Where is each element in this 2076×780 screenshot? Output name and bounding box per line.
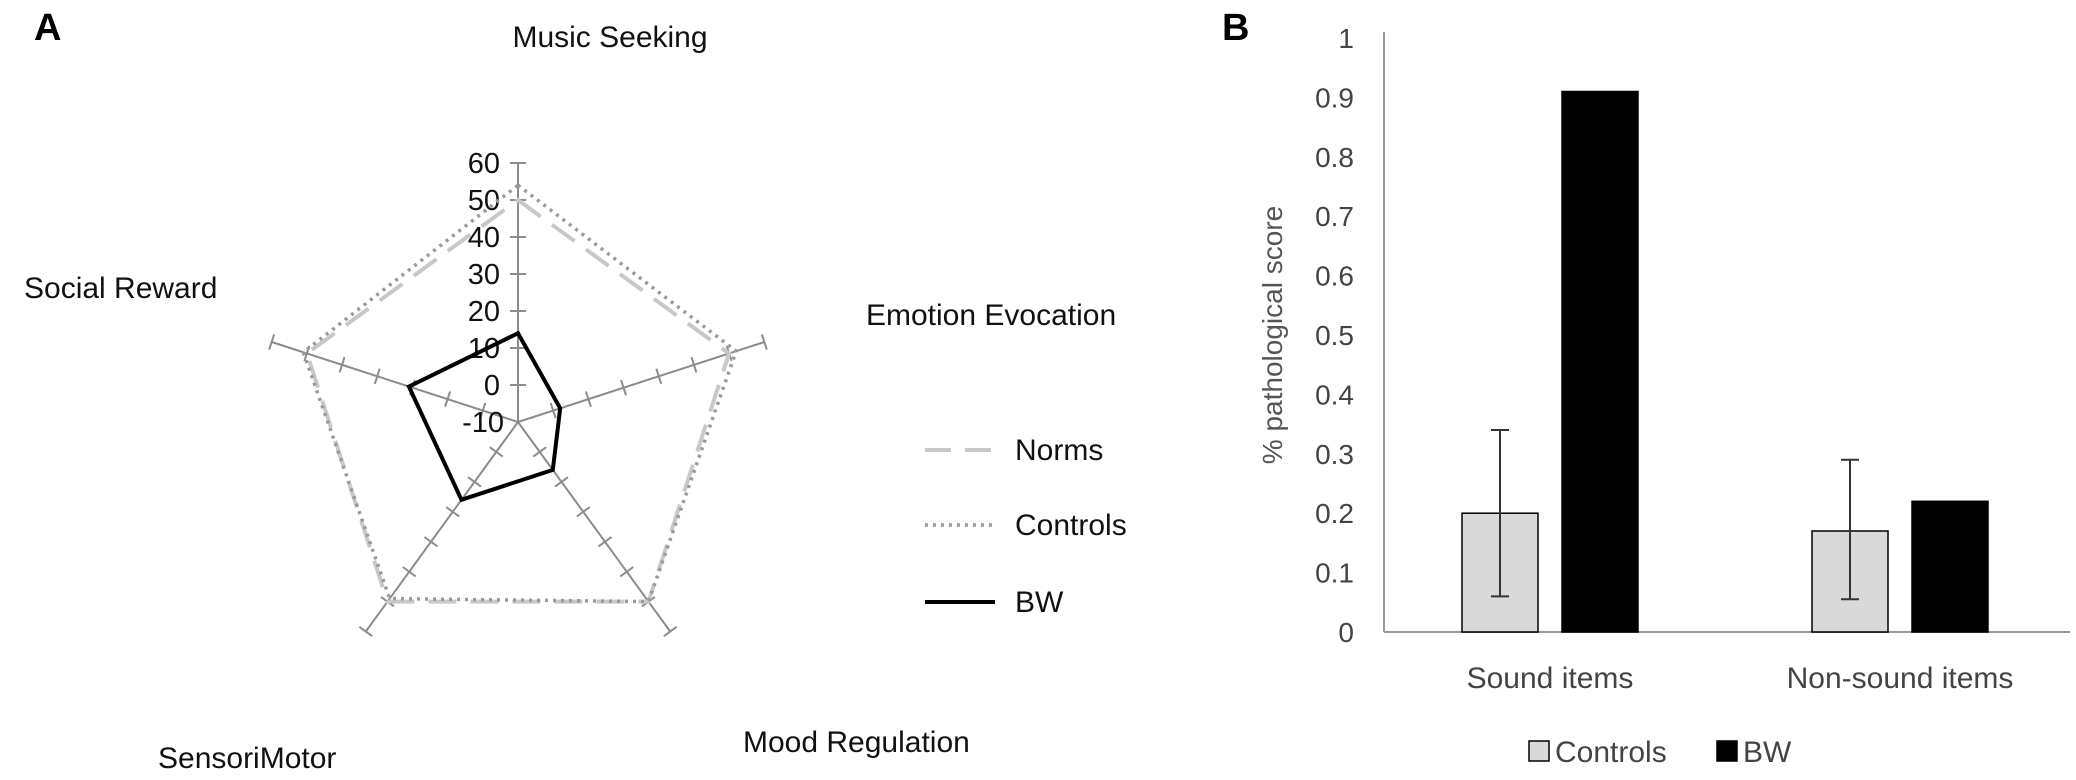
bar-y-tick-label: 0.1 <box>1315 558 1354 589</box>
radar-series-controls <box>301 182 739 604</box>
legend-swatch-bw <box>1716 740 1738 762</box>
bar-bw-sound-items <box>1561 90 1639 633</box>
radar-axis-tick <box>549 402 557 419</box>
radar-axis-tick <box>402 566 417 578</box>
bar-y-tick-label: 0.7 <box>1315 201 1354 232</box>
radar-axis-tick <box>338 356 346 373</box>
bar-y-tick-label: 0.5 <box>1315 320 1354 351</box>
radar-series-norms <box>304 197 732 604</box>
bar-category-label: Non-sound items <box>1787 662 2014 695</box>
radar-axis-tick <box>597 536 613 548</box>
radar-axis-tick <box>655 368 663 385</box>
bar-y-tick-label: 0.6 <box>1315 261 1354 292</box>
legend-swatch-controls <box>1528 740 1550 762</box>
radar-axis-tick <box>268 334 276 350</box>
bar-chart: % pathological score 0 0.1 0.2 0.3 0.4 0.5 0.6… <box>1257 23 2070 769</box>
radar-axis-sensorimotor <box>364 421 519 633</box>
radar-series-bw <box>406 330 563 503</box>
radar-axis-tick <box>445 506 460 518</box>
radar-axis-tick <box>373 368 381 385</box>
bar-y-tick-label: 0.4 <box>1315 379 1354 410</box>
radar-axis-label-mood-regulation: Mood Regulation <box>743 726 970 759</box>
bar-y-tick-label: 0.8 <box>1315 142 1354 173</box>
bar-legend: Controls BW <box>1528 736 1792 769</box>
radar-axes <box>268 162 768 638</box>
bar-y-axis-label: % pathological score <box>1257 206 1288 464</box>
radar-axis-tick <box>532 446 547 458</box>
bar-y-tick-label: 0 <box>1338 617 1354 648</box>
radar-tick-label: 0 <box>484 370 500 402</box>
legend-label-controls: Controls <box>1015 509 1127 542</box>
radar-axis-tick <box>584 391 592 408</box>
radar-axis-tick <box>576 506 591 518</box>
radar-series <box>301 182 739 604</box>
legend-label-controls: Controls <box>1555 736 1667 769</box>
bar-y-tick-label: 0.9 <box>1315 82 1354 113</box>
bar-y-tick-label: 1 <box>1338 23 1354 54</box>
radar-axis-mood-regulation <box>517 421 672 633</box>
radar-axis-label-emotion-evocation: Emotion Evocation <box>866 299 1116 332</box>
bar-y-tick-label: 0.2 <box>1315 498 1354 529</box>
radar-tick-label: -10 <box>462 407 504 439</box>
legend-label-bw: BW <box>1015 586 1064 619</box>
bar-y-tick-label: 0.3 <box>1315 439 1354 470</box>
radar-axis-tick <box>760 334 768 350</box>
radar-tick-label: 40 <box>468 222 500 254</box>
radar-axis-tick <box>358 625 373 638</box>
radar-axis-tick <box>690 356 698 373</box>
radar-axis-tick <box>489 446 504 458</box>
radar-axis-tick <box>620 379 627 396</box>
radar-axis-social-reward <box>271 341 519 423</box>
legend-label-bw: BW <box>1743 736 1792 769</box>
radar-axis-tick <box>663 625 678 638</box>
radar-tick-label: 60 <box>468 148 500 180</box>
radar-axis-label-music-seeking: Music Seeking <box>512 21 707 54</box>
panel-a-label: A <box>34 7 61 49</box>
radar-tick-label: 50 <box>468 185 500 217</box>
radar-axis-tick <box>444 391 452 408</box>
legend-label-norms: Norms <box>1015 434 1103 467</box>
radar-axis-label-social-reward: Social Reward <box>24 272 217 305</box>
radar-tick-label: 30 <box>468 259 500 291</box>
radar-axis-tick <box>479 402 487 419</box>
radar-axis-tick <box>619 566 634 578</box>
radar-axis-tick <box>554 476 569 488</box>
bar-category-label: Sound items <box>1467 662 1634 695</box>
radar-tick-label: 20 <box>468 296 500 328</box>
radar-axis-label-sensorimotor: SensoriMotor <box>158 742 336 775</box>
radar-axis-tick <box>423 536 439 548</box>
radar-axis-tick <box>467 476 482 488</box>
bar-marks <box>1461 90 1989 633</box>
panel-b-label: B <box>1222 7 1249 49</box>
bar-bw-non-sound-items <box>1911 500 1989 633</box>
